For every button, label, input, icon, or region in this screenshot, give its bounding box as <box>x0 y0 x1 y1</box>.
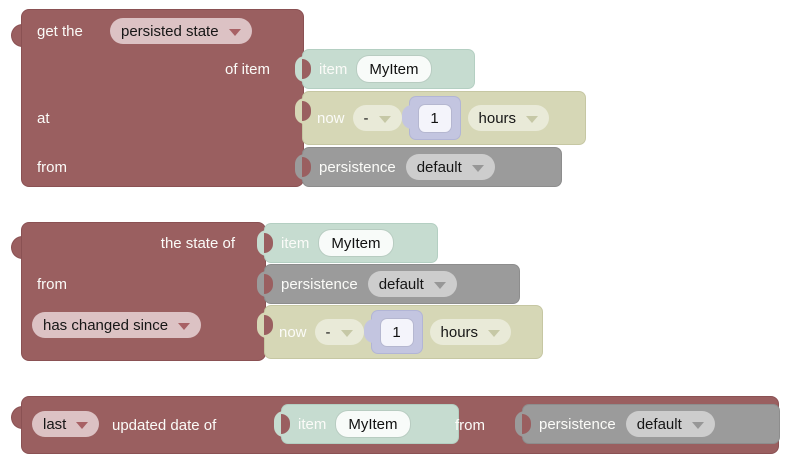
output-connector-icon <box>295 56 305 82</box>
output-connector-icon <box>257 271 267 297</box>
socket-connector-icon <box>281 414 290 434</box>
number-field[interactable]: 1 <box>380 318 413 346</box>
dropdown-value: hours <box>478 109 517 127</box>
dropdown-value: persisted state <box>121 22 219 40</box>
operator-dropdown[interactable]: - <box>352 105 402 131</box>
socket-connector-icon <box>302 101 311 121</box>
socket-connector-icon <box>522 414 531 434</box>
persistence-service-dropdown[interactable]: default <box>625 411 715 437</box>
item-name-field[interactable]: MyItem <box>357 56 431 82</box>
item-label: item <box>298 415 327 433</box>
dropdown-value: hours <box>440 323 479 341</box>
item-name-field[interactable]: MyItem <box>336 411 410 437</box>
block-number[interactable]: 1 <box>401 97 460 139</box>
dropdown-arrow-icon <box>526 115 539 123</box>
block-updated-date[interactable]: last updated date of item MyItem from pe… <box>22 397 779 453</box>
item-label: item <box>319 60 348 78</box>
operator-dropdown[interactable]: - <box>314 319 364 345</box>
block-persistence-service[interactable]: persistence default <box>295 148 561 186</box>
time-unit-dropdown[interactable]: hours <box>429 319 512 345</box>
dropdown-value: default <box>378 275 424 293</box>
block-label: get the <box>37 23 83 40</box>
dropdown-value: has changed since <box>43 316 169 334</box>
input-label-of-item: of item <box>224 61 270 78</box>
persist-method-dropdown[interactable]: persisted state <box>110 18 252 44</box>
item-name-field[interactable]: MyItem <box>319 230 393 256</box>
output-connector-icon <box>363 319 374 343</box>
persistence-label: persistence <box>319 158 396 176</box>
dropdown-arrow-icon <box>691 421 704 429</box>
dropdown-arrow-icon <box>76 421 89 429</box>
output-connector-icon <box>515 411 525 437</box>
dropdown-arrow-icon <box>471 164 484 172</box>
input-label-at: at <box>37 110 50 127</box>
socket-connector-icon <box>264 233 273 253</box>
output-connector-icon <box>401 105 412 129</box>
block-label: updated date of <box>112 417 217 434</box>
dropdown-arrow-icon <box>433 281 446 289</box>
input-label-the-state-of: the state of <box>160 235 235 252</box>
output-connector-icon <box>12 237 23 258</box>
block-item[interactable]: item MyItem <box>295 50 474 88</box>
persistence-service-dropdown[interactable]: default <box>405 154 495 180</box>
dropdown-value: default <box>416 158 462 176</box>
dropdown-arrow-icon <box>178 322 191 330</box>
block-persistence-service[interactable]: persistence default <box>257 265 519 303</box>
dropdown-value: - <box>363 109 369 127</box>
block-time-offset[interactable]: now - 1 hours <box>295 92 585 144</box>
dropdown-value: default <box>636 415 682 433</box>
socket-connector-icon <box>264 274 273 294</box>
output-connector-icon <box>257 312 267 338</box>
item-label: item <box>281 234 310 252</box>
output-connector-icon <box>295 98 305 124</box>
dropdown-arrow-icon <box>228 28 241 36</box>
dropdown-arrow-icon <box>488 329 501 337</box>
time-unit-dropdown[interactable]: hours <box>467 105 550 131</box>
socket-connector-icon <box>264 315 273 335</box>
output-connector-icon <box>12 407 23 428</box>
block-get-persisted-state[interactable]: get the persisted state of item at from <box>22 10 303 186</box>
block-item[interactable]: item MyItem <box>257 224 437 262</box>
output-connector-icon <box>274 411 284 437</box>
now-label: now <box>317 109 345 127</box>
block-item[interactable]: item MyItem <box>274 405 458 443</box>
persistence-service-dropdown[interactable]: default <box>367 271 457 297</box>
input-label-from: from <box>37 276 67 293</box>
number-field[interactable]: 1 <box>418 104 451 132</box>
socket-connector-icon <box>302 157 311 177</box>
socket-connector-icon <box>302 59 311 79</box>
output-connector-icon <box>12 25 23 46</box>
persistence-label: persistence <box>539 415 616 433</box>
block-number[interactable]: 1 <box>363 311 422 353</box>
now-label: now <box>279 323 307 341</box>
condition-dropdown[interactable]: has changed since <box>32 312 202 338</box>
dropdown-arrow-icon <box>378 115 391 123</box>
block-time-offset[interactable]: now - 1 hours <box>257 306 542 358</box>
input-label-from: from <box>37 159 67 176</box>
dropdown-arrow-icon <box>340 329 353 337</box>
persistence-label: persistence <box>281 275 358 293</box>
last-first-dropdown[interactable]: last <box>32 411 100 437</box>
block-persistence-service[interactable]: persistence default <box>515 405 779 443</box>
block-state-check[interactable]: the state of from has changed since <box>22 223 265 360</box>
output-connector-icon <box>295 154 305 180</box>
output-connector-icon <box>257 230 267 256</box>
input-label-from: from <box>455 417 485 434</box>
dropdown-value: last <box>43 415 67 433</box>
dropdown-value: - <box>325 323 331 341</box>
